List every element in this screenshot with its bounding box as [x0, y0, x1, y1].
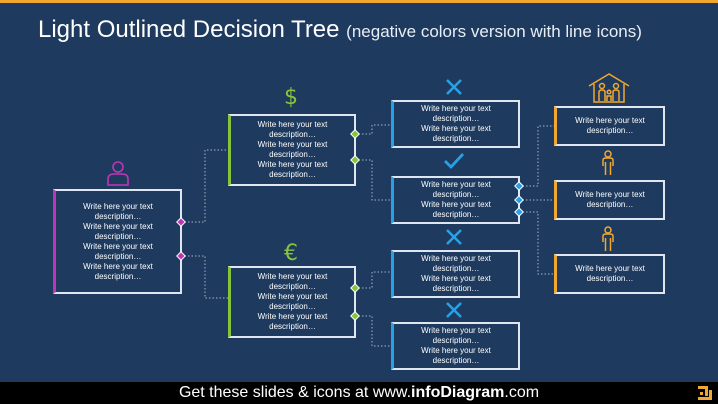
- title-main: Light Outlined Decision Tree: [38, 16, 340, 43]
- level2-box-3[interactable]: Write here your text description… Write …: [391, 250, 520, 298]
- node-l2-3: [514, 207, 524, 217]
- person-icon: [602, 150, 614, 175]
- node-l1a-top: [350, 129, 360, 139]
- node-root-top: [176, 217, 186, 227]
- level2-box-4[interactable]: Write here your text description… Write …: [391, 322, 520, 370]
- node-l2-2: [514, 195, 524, 205]
- cross-icon: [446, 79, 462, 95]
- title-subtitle: (negative colors version with line icons…: [346, 22, 642, 41]
- footer-brand: infoDiagram: [411, 384, 505, 401]
- node-l1b-bottom: [350, 311, 360, 321]
- level2-box-1[interactable]: Write here your text description… Write …: [391, 100, 520, 148]
- level1-box-bottom[interactable]: Write here your text description… Write …: [228, 266, 356, 338]
- level1-box-top[interactable]: Write here your text description… Write …: [228, 114, 356, 186]
- level3-box-3[interactable]: Write here your text description…: [554, 254, 665, 294]
- cross-icon: [446, 229, 462, 245]
- node-l1a-bottom: [350, 155, 360, 165]
- person-icon: [602, 226, 614, 251]
- family-house-icon: [588, 73, 630, 103]
- footer-bar: Get these slides & icons at www.infoDiag…: [0, 382, 718, 404]
- person-outline-icon: [107, 161, 129, 186]
- root-box[interactable]: Write here your text description… Write …: [53, 189, 182, 294]
- footer-prefix: Get these slides & icons at www.: [178, 384, 412, 401]
- node-l1b-top: [350, 283, 360, 293]
- node-root-bottom: [176, 251, 186, 261]
- level3-box-2[interactable]: Write here your text description…: [554, 180, 665, 220]
- dollar-icon: $: [284, 85, 298, 110]
- euro-icon: €: [284, 241, 298, 266]
- level3-box-1[interactable]: Write here your text description…: [554, 106, 665, 146]
- svg-text:€: €: [284, 241, 298, 266]
- footer-suffix: .com: [504, 384, 540, 401]
- svg-text:$: $: [284, 85, 298, 110]
- slide-title: Light Outlined Decision Tree (negative c…: [38, 14, 708, 48]
- top-accent-bar: [0, 0, 718, 3]
- infodiagram-logo-icon: [698, 386, 712, 400]
- node-l2-1: [514, 181, 524, 191]
- cross-icon: [446, 302, 462, 318]
- check-icon: [444, 153, 465, 170]
